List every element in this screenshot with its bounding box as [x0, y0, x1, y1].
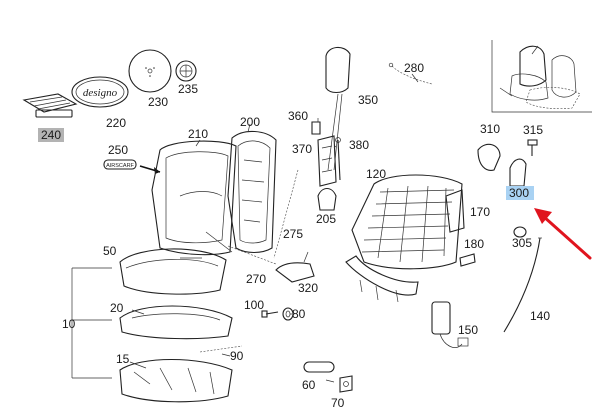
part-210-backrest-cover — [151, 140, 237, 256]
airscarf-text: AIRSCARF — [106, 163, 134, 169]
designo-text: designo — [83, 87, 118, 99]
part-240-sensor-mat — [22, 93, 78, 118]
label-360: 360 — [288, 109, 308, 123]
label-235: 235 — [178, 82, 198, 96]
label-300: 300 — [509, 186, 529, 200]
part-15-seat-pan — [119, 359, 233, 403]
label-20: 20 — [110, 301, 124, 315]
part-350-headrest — [325, 46, 351, 171]
vehicle-overview-inset — [491, 40, 592, 113]
label-315: 315 — [523, 123, 543, 137]
label-320: 320 — [298, 281, 318, 295]
part-150-motor — [431, 301, 469, 348]
part-120-seat-frame — [345, 174, 463, 303]
part-275-rod — [273, 169, 299, 259]
label-370: 370 — [292, 142, 312, 156]
part-300-highlight — [506, 186, 534, 200]
label-270: 270 — [246, 272, 266, 286]
part-60-tube — [303, 361, 335, 373]
label-100: 100 — [244, 298, 264, 312]
part-240-highlight — [38, 128, 64, 142]
label-10: 10 — [62, 317, 76, 331]
label-180: 180 — [464, 237, 484, 251]
part-100-bolt — [261, 310, 279, 318]
part-310-trim — [477, 143, 501, 171]
part-235-cap — [175, 60, 197, 82]
part-20-seat-foam — [119, 305, 233, 340]
part-180-bolt — [459, 253, 476, 267]
part-380-pin — [335, 137, 341, 181]
part-140-cable — [503, 237, 542, 333]
label-90: 90 — [230, 349, 244, 363]
part-270-rod — [227, 245, 277, 265]
part-170-side-panel — [445, 189, 465, 233]
part-360-clip — [311, 121, 321, 135]
label-205: 205 — [316, 212, 336, 226]
label-60: 60 — [302, 378, 316, 392]
part-220-designo-emblem: designo — [71, 76, 129, 108]
part-200-backrest-shell — [227, 130, 277, 254]
label-50: 50 — [103, 244, 117, 258]
label-200: 200 — [240, 115, 260, 129]
leader-lines — [129, 73, 419, 383]
label-280: 280 — [404, 61, 424, 75]
part-315-screw — [527, 139, 538, 156]
part-370-headrest-guide — [317, 135, 337, 187]
part-70-clip — [339, 375, 353, 393]
assembly-10-bracket — [71, 267, 112, 379]
part-50-seat-cover — [119, 248, 227, 295]
label-70: 70 — [331, 396, 345, 410]
part-90-rod — [199, 345, 243, 353]
label-80: 80 — [292, 307, 306, 321]
label-15: 15 — [116, 352, 130, 366]
label-120: 120 — [366, 167, 386, 181]
red-arrow-icon — [534, 208, 592, 260]
label-250: 250 — [108, 143, 128, 157]
label-170: 170 — [470, 205, 490, 219]
label-140: 140 — [530, 309, 550, 323]
part-320-lever — [275, 251, 315, 283]
part-250-airscarf-badge: AIRSCARF — [103, 159, 161, 174]
label-240: 240 — [41, 128, 61, 142]
label-310: 310 — [480, 122, 500, 136]
part-205-knob — [317, 187, 337, 211]
label-230: 230 — [148, 95, 168, 109]
part-300-trim-cap — [509, 158, 527, 187]
part-280-cable — [388, 62, 433, 85]
label-305: 305 — [512, 236, 532, 250]
part-305-knob — [513, 226, 527, 238]
label-380: 380 — [349, 138, 369, 152]
label-350: 350 — [358, 93, 378, 107]
part-230-cover-disc — [128, 49, 172, 93]
label-275: 275 — [283, 227, 303, 241]
label-220: 220 — [106, 116, 126, 130]
label-150: 150 — [458, 323, 478, 337]
label-210: 210 — [188, 127, 208, 141]
